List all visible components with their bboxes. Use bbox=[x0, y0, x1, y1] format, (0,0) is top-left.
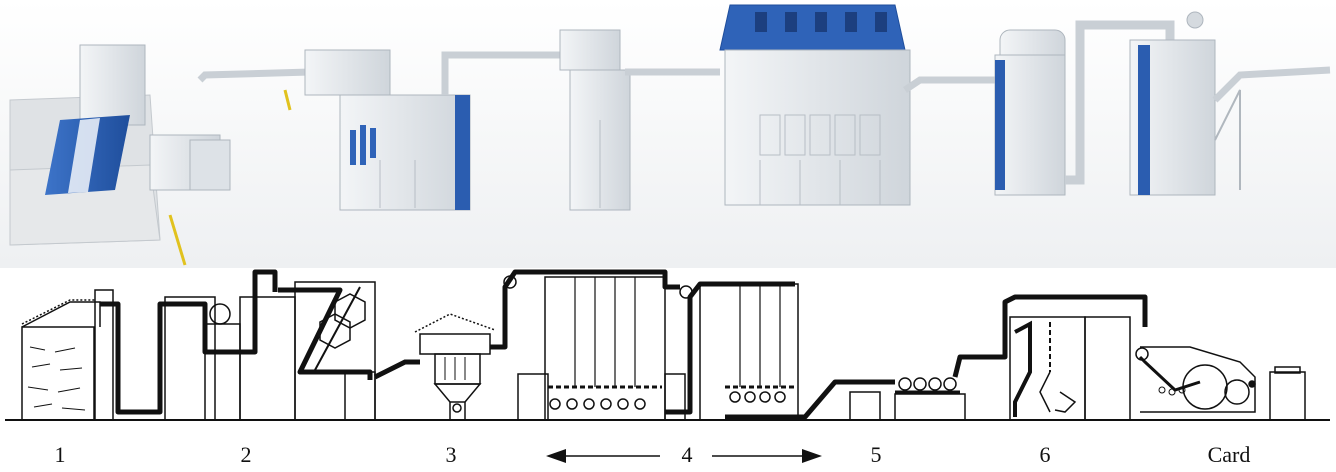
mixer-machine bbox=[719, 4, 911, 206]
bale-opener-schematic bbox=[21, 289, 114, 421]
feed-chute-schematic bbox=[1002, 294, 1148, 421]
stage-label-card: Card bbox=[1208, 442, 1251, 467]
duct-2-3 bbox=[441, 51, 575, 95]
stage-label-3: 3 bbox=[446, 442, 457, 467]
card-schematic bbox=[1135, 346, 1306, 421]
duct-5-6 bbox=[1065, 20, 1175, 185]
stage-label-5: 5 bbox=[871, 442, 882, 467]
duct-1-2 bbox=[197, 68, 311, 83]
fine-cleaner-schematic bbox=[849, 350, 1008, 421]
duct-4-5 bbox=[903, 76, 1000, 93]
cleaner-machine bbox=[304, 49, 471, 211]
duct-path-4 bbox=[725, 379, 895, 420]
fine-cleaner-machine bbox=[994, 29, 1066, 196]
stage-label-1: 1 bbox=[55, 442, 66, 467]
duct-6-out bbox=[1212, 66, 1331, 103]
blowroom-line-photo bbox=[0, 0, 1336, 268]
condenser-schematic bbox=[344, 269, 680, 421]
duct-path-2 bbox=[278, 287, 373, 380]
cleaner-schematic bbox=[164, 281, 376, 421]
feed-chute-machine bbox=[1129, 11, 1241, 196]
tower-machine bbox=[559, 29, 631, 211]
stage-label-6: 6 bbox=[1040, 442, 1051, 467]
process-schematic: 1 2 3 4 5 6 Card bbox=[5, 269, 1330, 467]
duct-path-1 bbox=[100, 269, 278, 415]
mixer-bins-schematic bbox=[517, 276, 799, 421]
stage-label-2: 2 bbox=[241, 442, 252, 467]
stage-4-span-arrow bbox=[546, 449, 822, 463]
stage-label-4: 4 bbox=[682, 442, 693, 467]
bale-laydown bbox=[9, 44, 292, 266]
